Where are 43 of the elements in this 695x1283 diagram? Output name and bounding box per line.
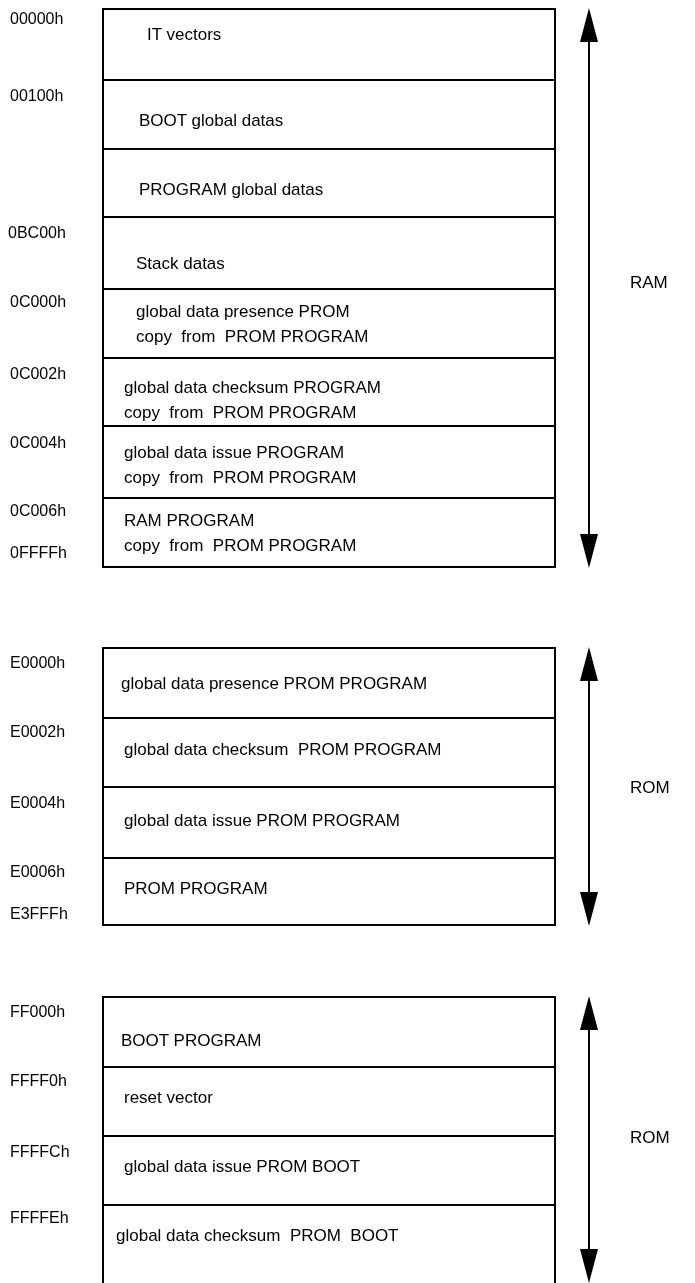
memory-map [102, 647, 556, 926]
region-label: global data checksum PROM BOOT [116, 1225, 399, 1247]
region-label: RAM PROGRAM [124, 510, 255, 532]
region-label: BOOT PROGRAM [121, 1030, 262, 1052]
address-label: E0002h [10, 722, 66, 742]
address-label: 00000h [10, 9, 64, 29]
region-label: IT vectors [147, 24, 222, 46]
address-label: 00100h [10, 86, 64, 106]
address-label: 0FFFFh [10, 543, 67, 563]
copy-source-note: copy from PROM PROGRAM [124, 467, 357, 489]
region-label: global data checksum PROGRAM [124, 377, 381, 399]
address-label: 0C004h [10, 433, 67, 453]
address-label: 0BC00h [8, 223, 66, 243]
region-label: BOOT global datas [139, 110, 284, 132]
region-label: Stack datas [136, 253, 225, 275]
memory-type-label: RAM [630, 273, 668, 293]
memory-type-label: ROM [630, 778, 670, 798]
address-label: FFFF0h [10, 1071, 67, 1091]
memory-map [102, 996, 556, 1283]
address-label: 0C006h [10, 501, 67, 521]
address-label: 0C002h [10, 364, 67, 384]
address-label: E0000h [10, 653, 66, 673]
copy-source-note: copy from PROM PROGRAM [136, 326, 369, 348]
region-label: PROM PROGRAM [124, 878, 268, 900]
region-label: PROGRAM global datas [139, 179, 324, 201]
region-label: global data presence PROM PROGRAM [121, 673, 428, 695]
memory-map [102, 8, 556, 568]
address-label: E0006h [10, 862, 66, 882]
address-label: 0C000h [10, 292, 67, 312]
memory-type-label: ROM [630, 1128, 670, 1148]
address-label: FFFFEh [10, 1208, 69, 1228]
copy-source-note: copy from PROM PROGRAM [124, 535, 357, 557]
region-label: global data issue PROM PROGRAM [124, 810, 400, 832]
region-label: global data issue PROGRAM [124, 442, 345, 464]
address-label: FFFFCh [10, 1142, 70, 1162]
region-label: global data issue PROM BOOT [124, 1156, 361, 1178]
address-label: E0004h [10, 793, 66, 813]
region-label: global data presence PROM [136, 301, 350, 323]
address-label: E3FFFh [10, 904, 68, 924]
copy-source-note: copy from PROM PROGRAM [124, 402, 357, 424]
address-label: FF000h [10, 1002, 66, 1022]
region-label: reset vector [124, 1087, 213, 1109]
region-label: global data checksum PROM PROGRAM [124, 739, 442, 761]
